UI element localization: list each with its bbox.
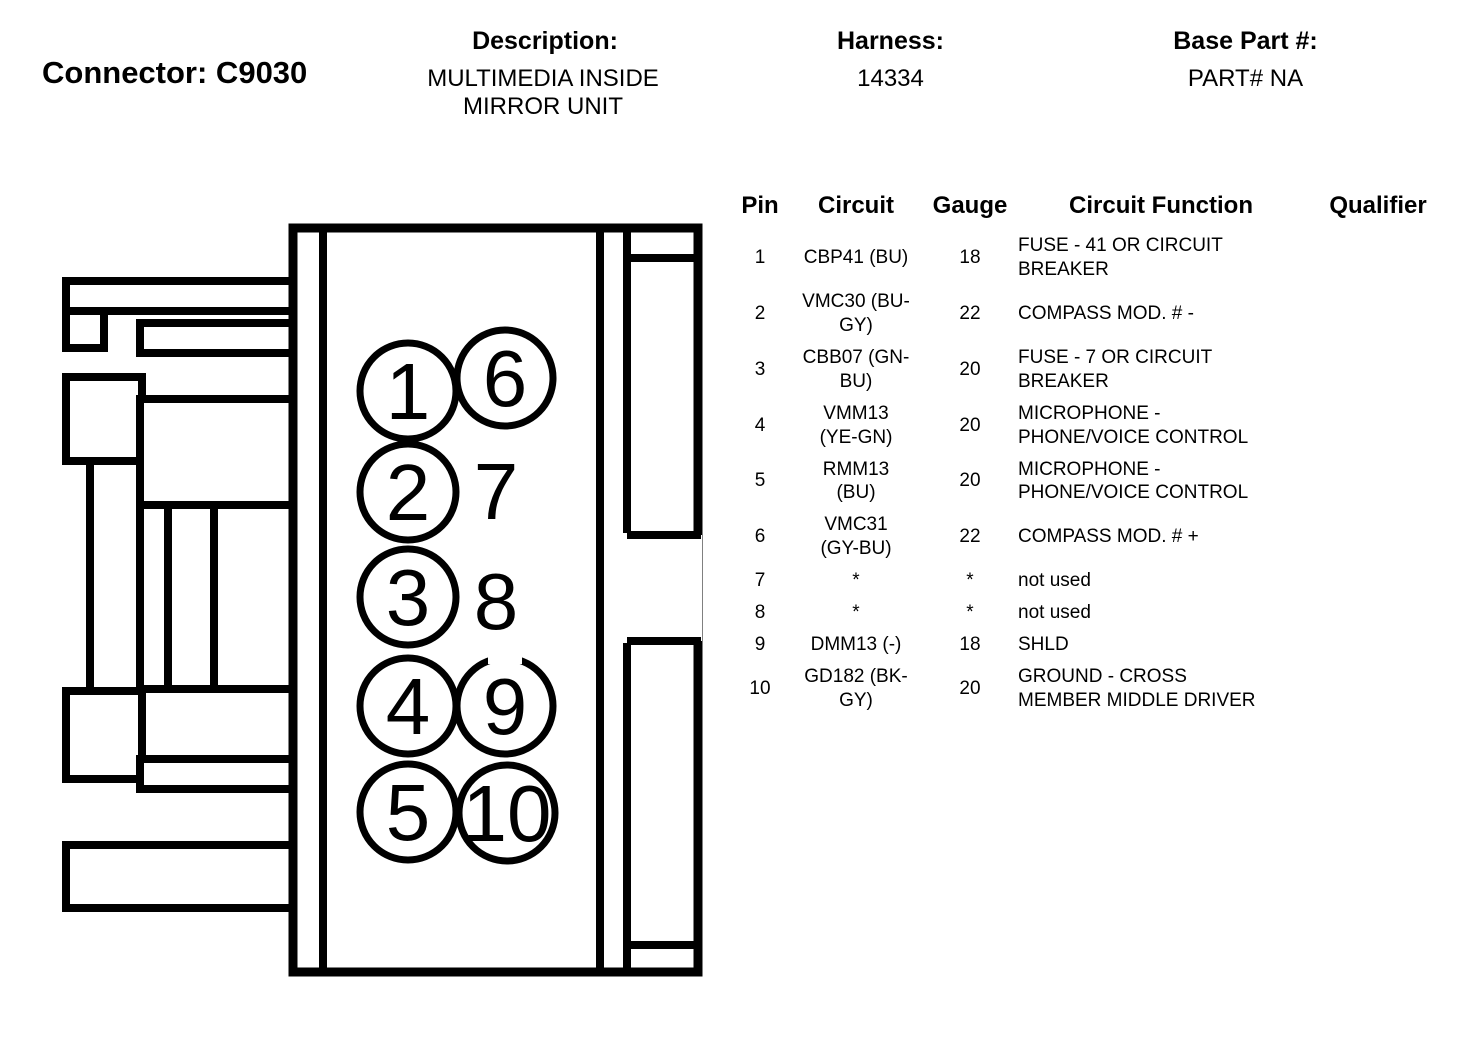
base-part-value: PART# NA xyxy=(1187,65,1304,92)
pinout-table-body: 1 CBP41 (BU) 18 FUSE - 41 OR CIRCUIT BRE… xyxy=(738,234,1454,713)
cell-gauge: 18 xyxy=(959,246,981,268)
column-header-qualifier: Qualifier xyxy=(1329,192,1427,219)
column-header-pin: Pin xyxy=(741,192,779,219)
pin-label-10: 10 xyxy=(463,769,552,858)
cell-pin: 9 xyxy=(754,634,766,656)
pin-9-keyway xyxy=(488,652,522,664)
cell-circuit: CBP41 (BU) xyxy=(803,246,909,268)
cell-gauge: 22 xyxy=(959,526,981,548)
cell-circuit: VMC31 (GY-BU) xyxy=(820,514,892,560)
cell-function: COMPASS MOD. # - xyxy=(1018,302,1194,324)
cell-function: SHLD xyxy=(1018,634,1069,656)
pin-circle-6 xyxy=(453,326,557,430)
table-row: 8 * * not used xyxy=(738,601,1454,625)
cell-function: MICROPHONE - PHONE/VOICE CONTROL xyxy=(1018,458,1249,504)
table-row: 10 GD182 (BK- GY) 20 GROUND - CROSS MEMB… xyxy=(738,665,1454,713)
latch-bar-bottom-2 xyxy=(62,841,297,912)
table-row: 3 CBB07 (GN- BU) 20 FUSE - 7 OR CIRCUIT … xyxy=(738,346,1454,394)
cell-function: not used xyxy=(1018,602,1091,624)
pin-label-8: 8 xyxy=(474,557,519,646)
cell-gauge: 18 xyxy=(959,634,981,656)
connector-title: Connector: C9030 xyxy=(42,55,308,90)
description-label: Description: xyxy=(472,27,618,55)
cell-gauge: 22 xyxy=(959,302,981,324)
column-header-circuit: Circuit xyxy=(817,192,894,219)
harness-label: Harness: xyxy=(837,27,944,55)
pin-label-5: 5 xyxy=(386,768,431,857)
cell-gauge: 20 xyxy=(959,470,981,492)
cell-pin: 8 xyxy=(754,602,766,624)
pin-label-7: 7 xyxy=(474,447,519,536)
cell-gauge: 20 xyxy=(959,358,981,380)
latch-block-upper xyxy=(62,373,146,465)
cell-function: COMPASS MOD. # + xyxy=(1018,526,1199,548)
cell-pin: 4 xyxy=(754,414,766,436)
cell-circuit: * xyxy=(852,570,860,592)
cell-function: GROUND - CROSS MEMBER MIDDLE DRIVER xyxy=(1018,666,1256,712)
table-row: 7 * * not used xyxy=(738,569,1454,593)
pin-label-3: 3 xyxy=(386,553,431,642)
cell-circuit: * xyxy=(852,602,860,624)
pin-label-1: 1 xyxy=(386,347,431,436)
cell-pin: 5 xyxy=(754,470,766,492)
column-header-function: Circuit Function xyxy=(1069,192,1253,219)
base-part-label: Base Part #: xyxy=(1173,27,1318,55)
cell-circuit: DMM13 (-) xyxy=(810,634,902,656)
table-row: 5 RMM13 (BU) 20 MICROPHONE - PHONE/VOICE… xyxy=(738,458,1454,506)
cell-pin: 1 xyxy=(754,246,766,268)
table-row: 1 CBP41 (BU) 18 FUSE - 41 OR CIRCUIT BRE… xyxy=(738,234,1454,282)
cell-pin: 7 xyxy=(754,570,766,592)
table-row: 2 VMC30 (BU- GY) 22 COMPASS MOD. # - xyxy=(738,290,1454,338)
description-value: MULTIMEDIA INSIDE MIRROR UNIT xyxy=(427,65,659,120)
table-row: 9 DMM13 (-) 18 SHLD xyxy=(738,633,1454,657)
cell-function: FUSE - 7 OR CIRCUIT BREAKER xyxy=(1018,346,1213,392)
cell-function: not used xyxy=(1018,570,1091,592)
cell-circuit: CBB07 (GN- BU) xyxy=(802,346,910,392)
pinout-table-header: Pin Circuit Gauge Circuit Function Quali… xyxy=(738,192,1454,220)
latch-rail-left xyxy=(86,457,146,695)
cell-pin: 10 xyxy=(749,678,771,700)
pin-numbers: 1 2 3 4 5 6 7 8 9 10 xyxy=(386,334,552,858)
pinout-table: Pin Circuit Gauge Circuit Function Quali… xyxy=(738,192,1454,713)
table-row: 6 VMC31 (GY-BU) 22 COMPASS MOD. # + xyxy=(738,513,1454,561)
pin-circle-10 xyxy=(455,761,559,865)
pin-label-6: 6 xyxy=(483,334,528,423)
pin-cavities xyxy=(356,326,559,865)
table-row: 4 VMM13 (YE-GN) 20 MICROPHONE - PHONE/VO… xyxy=(738,402,1454,450)
pin-circle-2 xyxy=(356,440,460,544)
cell-circuit: GD182 (BK- GY) xyxy=(804,666,908,712)
cell-circuit: RMM13 (BU) xyxy=(822,458,890,504)
cell-gauge: 20 xyxy=(959,678,981,700)
connector-left-latches xyxy=(62,277,297,912)
cell-gauge: * xyxy=(966,602,974,624)
pin-circle-3 xyxy=(356,545,460,649)
cell-gauge: 20 xyxy=(959,414,981,436)
cell-gauge: * xyxy=(966,570,974,592)
cell-function: FUSE - 41 OR CIRCUIT BREAKER xyxy=(1018,235,1223,280)
pin-label-2: 2 xyxy=(386,448,431,537)
right-notch-cutout xyxy=(640,535,702,641)
latch-bar-bottom-1 xyxy=(136,755,297,793)
latch-block-lower xyxy=(62,687,146,783)
cell-pin: 3 xyxy=(754,358,766,380)
cell-pin: 6 xyxy=(754,526,766,548)
cell-circuit: VMC30 (BU- GY) xyxy=(802,290,910,336)
column-header-gauge: Gauge xyxy=(932,192,1008,219)
cell-function: MICROPHONE - PHONE/VOICE CONTROL xyxy=(1018,402,1249,448)
pin-label-9: 9 xyxy=(483,662,528,751)
latch-bar-top-1 xyxy=(62,277,297,315)
cell-pin: 2 xyxy=(754,302,766,324)
pin-label-4: 4 xyxy=(386,662,431,751)
cell-circuit: VMM13 (YE-GN) xyxy=(819,402,893,448)
harness-value: 14334 xyxy=(857,65,924,92)
latch-bar-top-2 xyxy=(136,319,297,357)
